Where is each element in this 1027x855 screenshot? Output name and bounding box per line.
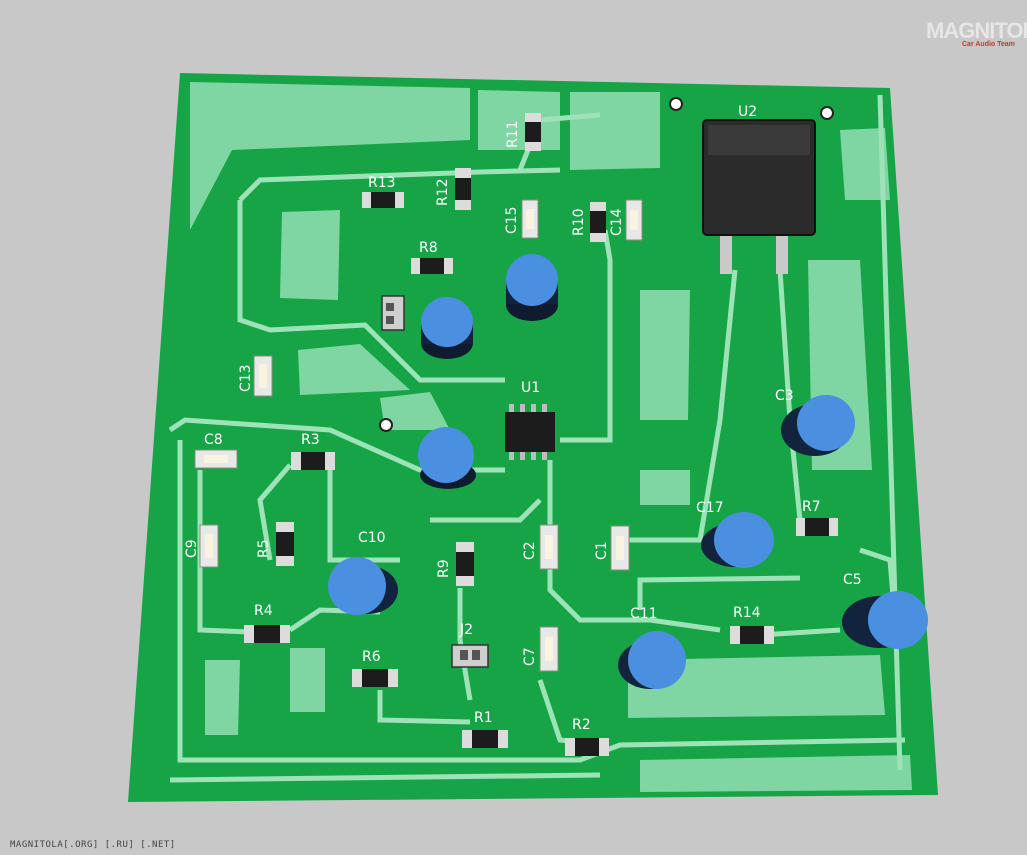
label-r10: R10 [571, 208, 587, 236]
electrolytic-capacitors [328, 254, 928, 689]
label-c3: C3 [775, 388, 794, 404]
label-c5: C5 [843, 572, 862, 588]
label-c15: C15 [504, 206, 520, 234]
label-r12: R12 [435, 178, 451, 206]
label-r6: R6 [362, 649, 381, 665]
label-r4: R4 [254, 603, 273, 619]
label-r3: R3 [301, 432, 320, 448]
logo-tagline: Car Audio Team [962, 41, 1015, 48]
j2-connector [451, 644, 489, 668]
label-c17: C17 [696, 500, 724, 516]
label-r13: R13 [368, 175, 396, 191]
u2-regulator [702, 119, 816, 274]
label-r5: R5 [256, 539, 272, 558]
mounting-holes [379, 97, 834, 432]
label-c13: C13 [238, 364, 254, 392]
label-r8: R8 [419, 240, 438, 256]
logo-wordmark: MAGNITOLA [926, 18, 1027, 43]
label-c8: C8 [204, 432, 223, 448]
label-c10: C10 [358, 530, 386, 546]
label-c11: C11 [630, 606, 658, 622]
label-r11: R11 [505, 120, 521, 148]
footer-watermark: MAGNITOLA[.ORG] [.RU] [.NET] [10, 840, 176, 850]
label-r1: R1 [474, 710, 493, 726]
label-u2: U2 [738, 104, 757, 120]
jumper-connector [381, 295, 405, 331]
label-u1: U1 [521, 380, 540, 396]
u1-soic-chip [505, 404, 555, 460]
pcb-traces [168, 94, 906, 783]
label-r9: R9 [436, 559, 452, 578]
label-c2: C2 [522, 541, 538, 560]
label-c14: C14 [609, 208, 625, 236]
label-c1: C1 [594, 541, 610, 560]
label-c7: C7 [522, 647, 538, 666]
label-c9: C9 [184, 539, 200, 558]
silkscreen-labels: U2 U1 J2 C3 C5 C10 C11 C17 C8 R3 R4 R6 R… [184, 104, 862, 733]
smd-parts [194, 113, 838, 756]
label-r14: R14 [733, 605, 761, 621]
label-r7: R7 [802, 499, 821, 515]
label-r2: R2 [572, 717, 591, 733]
label-j2: J2 [459, 622, 473, 638]
copper-pour [190, 82, 912, 792]
